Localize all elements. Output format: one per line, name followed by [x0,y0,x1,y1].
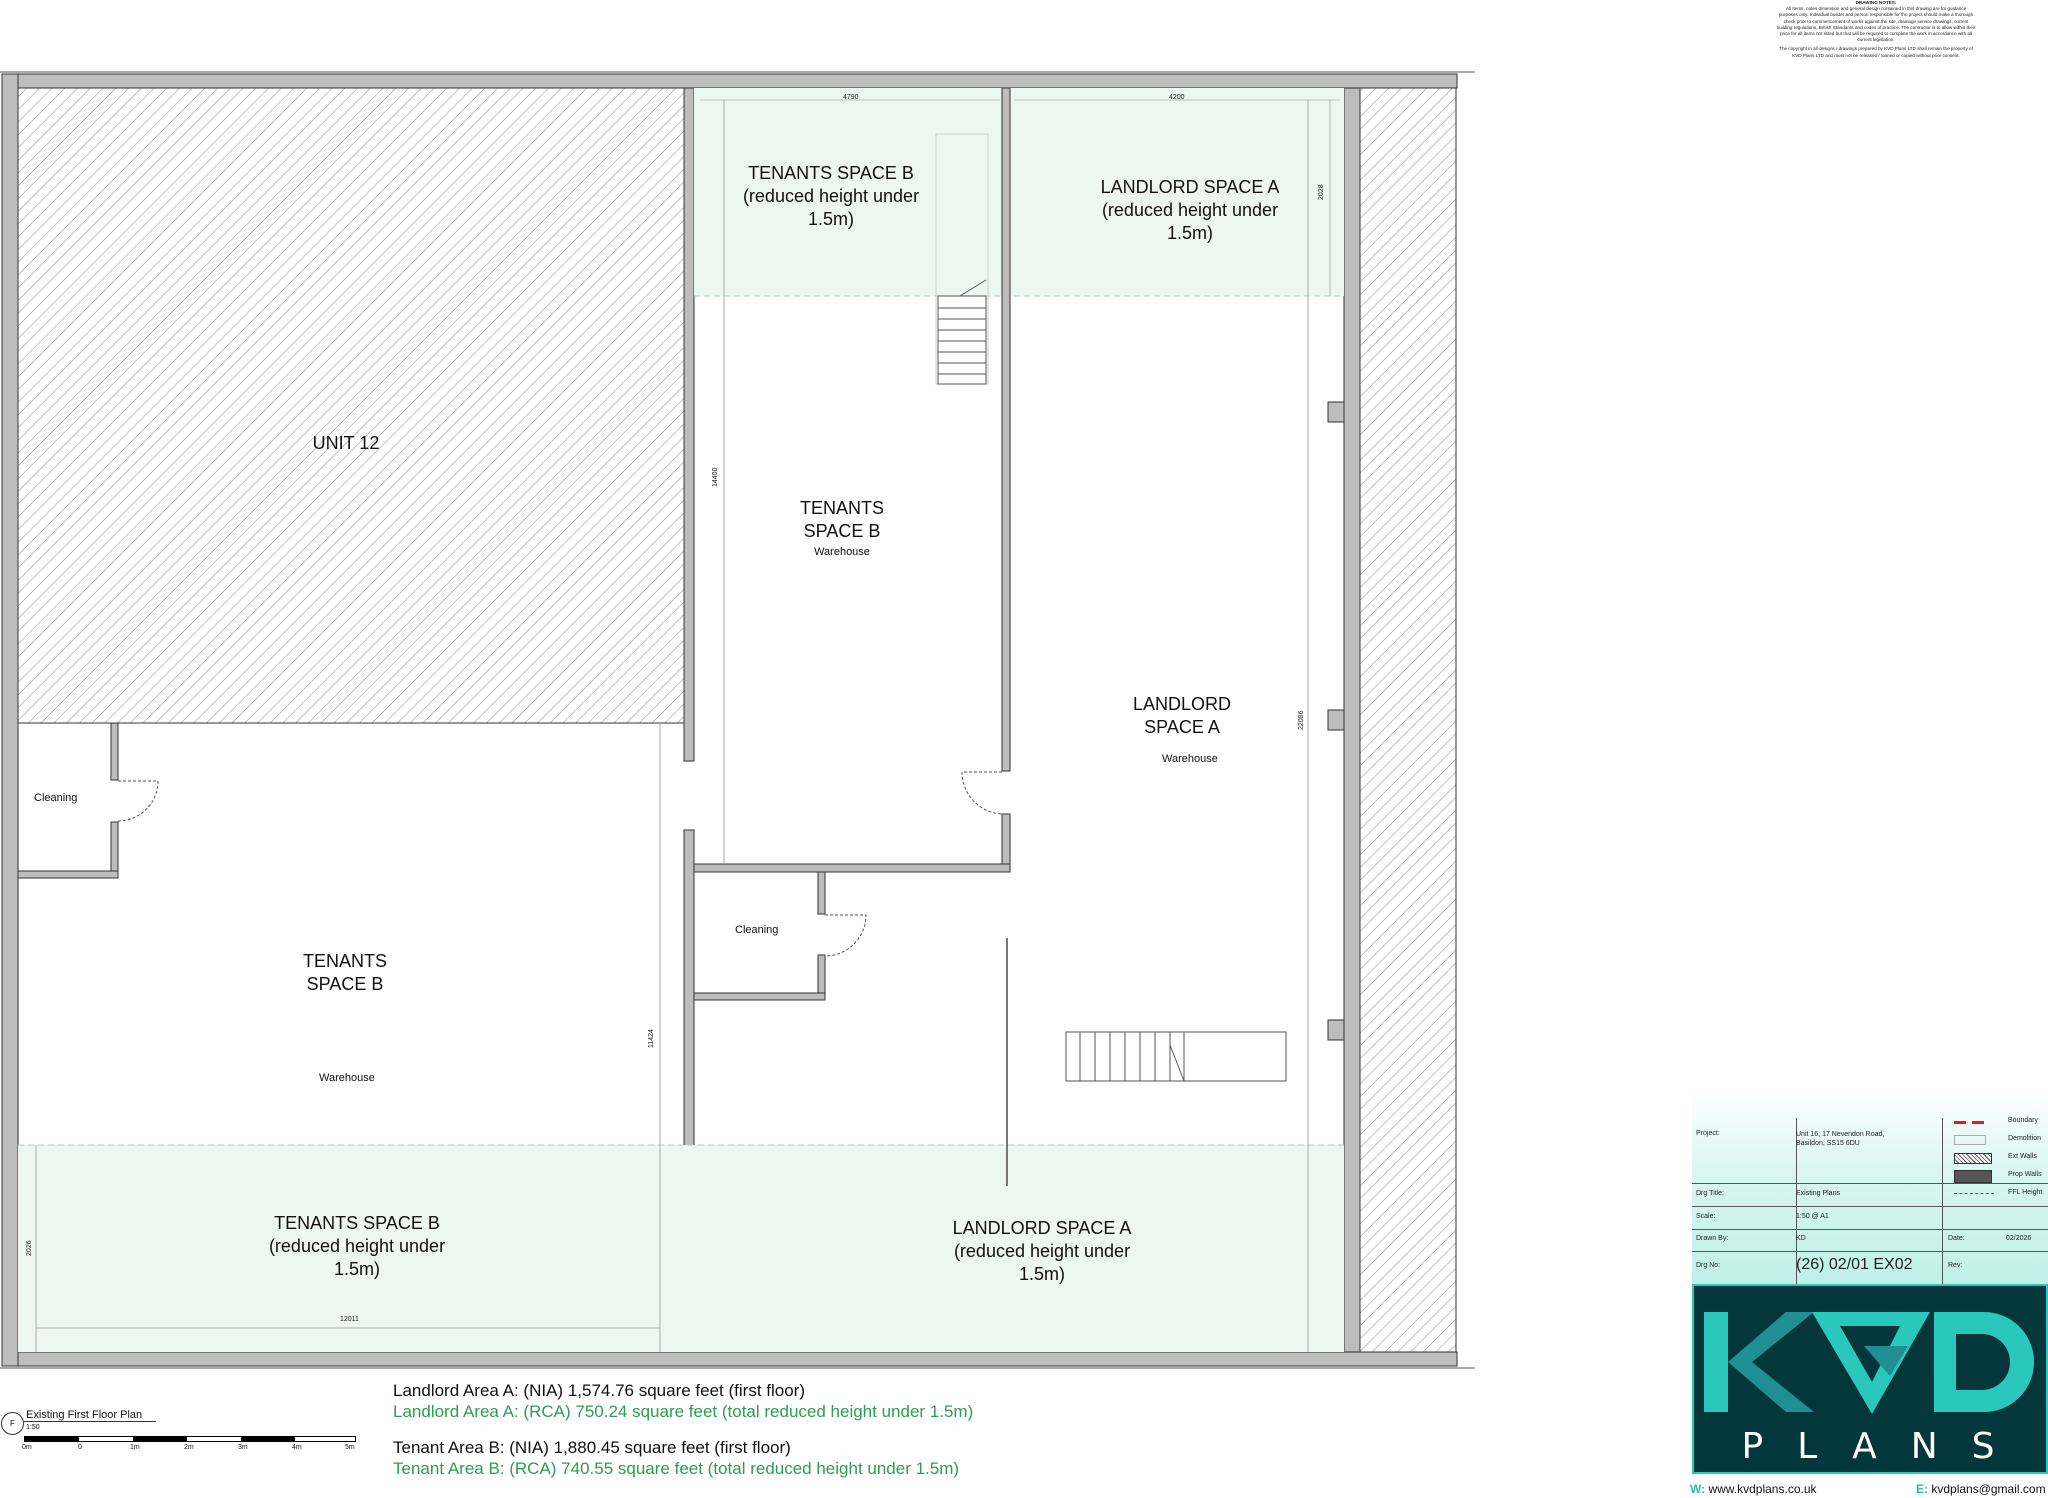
scale-label: Scale: [1696,1213,1716,1220]
notes-title: DRAWING NOTES: [1855,0,1897,5]
legend-item: Demolition [2008,1135,2042,1142]
reduced-area-bottom [18,1145,1344,1352]
wall-clean-mid-bottom [693,992,826,1001]
view-scale: 1:50 [26,1424,40,1431]
area-schedule: Landlord Area A: (NIA) 1,574.76 square f… [393,1380,973,1479]
drg-title-value: Existing Plans [1796,1190,1840,1197]
wall-right [1343,87,1361,1353]
view-name: Existing First Floor Plan [26,1409,143,1421]
project-label: Project: [1696,1130,1720,1137]
logo-mark [1704,1312,2034,1414]
room-name: LANDLORD SPACE A [1132,694,1232,737]
kvd-plans-logo: PLANS [1692,1284,2048,1474]
tenant-nia: Tenant Area B: (NIA) 1,880.45 square fee… [393,1438,791,1457]
wall-left [1,73,19,1367]
dimension-label: 2028 [1318,184,1325,200]
unit12-hatch [17,87,685,724]
room-label-tenant-b-top: TENANTS SPACE B (reduced height under 1.… [742,163,920,229]
dimension-label: 4200 [1169,94,1185,101]
scale-value: 1:50 @ A1 [1796,1213,1829,1220]
room-use: Warehouse [814,546,870,558]
view-title: F Existing First Floor Plan 1:50 [0,1408,370,1450]
room-label-landlord-a-bottom: LANDLORD SPACE A (reduced height under 1… [952,1218,1132,1284]
title-block: Project: Unit 16, 17 Nevendon Road, Basi… [1692,1088,2048,1284]
email[interactable]: E: kvdplans@gmail.com [1916,1482,2046,1496]
email-label: E: [1916,1482,1928,1496]
room-label-tenant-b-low: TENANTS SPACE B [302,951,387,994]
room-label-unit12: UNIT 12 [312,433,380,453]
wall-bottom [1,1351,1458,1367]
stair-top [935,133,989,385]
logo-wordmark: PLANS [1741,1426,2029,1467]
scale-label: 5m [345,1444,355,1451]
legend-item: FFL Height [2008,1189,2043,1196]
wall-tenant-mid-right-low [1001,813,1011,873]
door-swing [961,771,1003,815]
website[interactable]: W: www.kvdplans.co.uk [1690,1482,1817,1496]
wall-clean-left-right-low [110,821,119,879]
pilaster [1327,401,1345,423]
wall-clean-left-bottom [17,870,119,879]
room-label-tenant-b-mid: TENANTS SPACE B Warehouse [782,497,902,559]
wall-clean-left-right [110,722,119,781]
drg-no-label: Drg No: [1696,1262,1721,1269]
wall-tenant-mid-bottom [693,863,1011,873]
drg-no-value: (26) 02/01 EX02 [1796,1256,1913,1273]
scale-bar [24,1436,356,1442]
room-label-landlord-a-top: LANDLORD SPACE A (reduced height under 1… [1100,177,1280,243]
room-label-cleaning-left: Cleaning [34,792,78,804]
notes-paragraph: The copyright in all designs / drawings … [1779,46,1973,58]
floor-plan [0,71,1475,1369]
scale-label: 3m [238,1444,248,1451]
legend-item: Boundary [2008,1117,2038,1124]
scale-label: 0m [22,1444,32,1451]
pilaster [1327,1019,1345,1041]
door-swing [824,914,867,957]
reduced-area-top [694,88,1344,296]
wall-tenant-mid-right [1001,87,1011,772]
scale-label: 2m [184,1444,194,1451]
door-swing [117,780,159,822]
legend-item: Ext Walls [2008,1153,2037,1160]
dimension-label: 14400 [712,467,719,487]
room-label-landlord-a-mid: LANDLORD SPACE A [1122,693,1242,739]
dimension-label: 11424 [648,1029,655,1048]
wall-center [683,87,695,762]
date-label: Date: [1948,1235,1965,1242]
view-marker: F [1,1412,24,1435]
scale-label: 0 [78,1444,82,1451]
scale-label: 4m [292,1444,302,1451]
project-value: Unit 16, 17 Nevendon Road, Basildon, SS1… [1796,1131,1885,1147]
wall-clean-mid-right [817,871,826,915]
stair-bottom [1065,1031,1287,1082]
rev-label: Rev: [1948,1262,1963,1269]
landlord-rca: Landlord Area A: (RCA) 750.24 square fee… [393,1402,974,1421]
room-label-tenant-b-bottom: TENANTS SPACE B (reduced height under 1.… [268,1213,446,1279]
room-label-cleaning-mid: Cleaning [735,924,779,936]
drg-title-label: Drg Title: [1696,1190,1725,1197]
dimension-label: 2026 [26,1240,33,1256]
email-value: kvdplans@gmail.com [1931,1482,2046,1496]
notes-paragraph: All Items, notes dimension and general d… [1776,6,1976,43]
web-label: W: [1690,1482,1706,1496]
drawn-label: Drawn By: [1696,1235,1729,1242]
legend-item: Prop Walls [2008,1171,2042,1178]
neighbour-hatch [1359,87,1457,1353]
drawn-value: KD [1796,1235,1806,1242]
drawing-notes: DRAWING NOTES: All Items, notes dimensio… [1776,0,1976,62]
wall-top [1,73,1458,89]
room-use-landlord-a: Warehouse [1162,753,1218,765]
pilaster [1327,709,1345,731]
dimension-label: 4790 [843,94,859,101]
room-name: TENANTS SPACE B [799,498,884,541]
landlord-nia: Landlord Area A: (NIA) 1,574.76 square f… [393,1381,805,1400]
dimension-label: 12011 [340,1316,359,1323]
room-use-tenant-b-low: Warehouse [319,1072,375,1084]
date-value: 02/2026 [2006,1235,2032,1242]
web-value: www.kvdplans.co.uk [1708,1482,1817,1496]
scale-label: 1m [130,1444,140,1451]
dimension-label: 22086 [1298,710,1305,730]
tenant-rca: Tenant Area B: (RCA) 740.55 square feet … [393,1459,960,1478]
